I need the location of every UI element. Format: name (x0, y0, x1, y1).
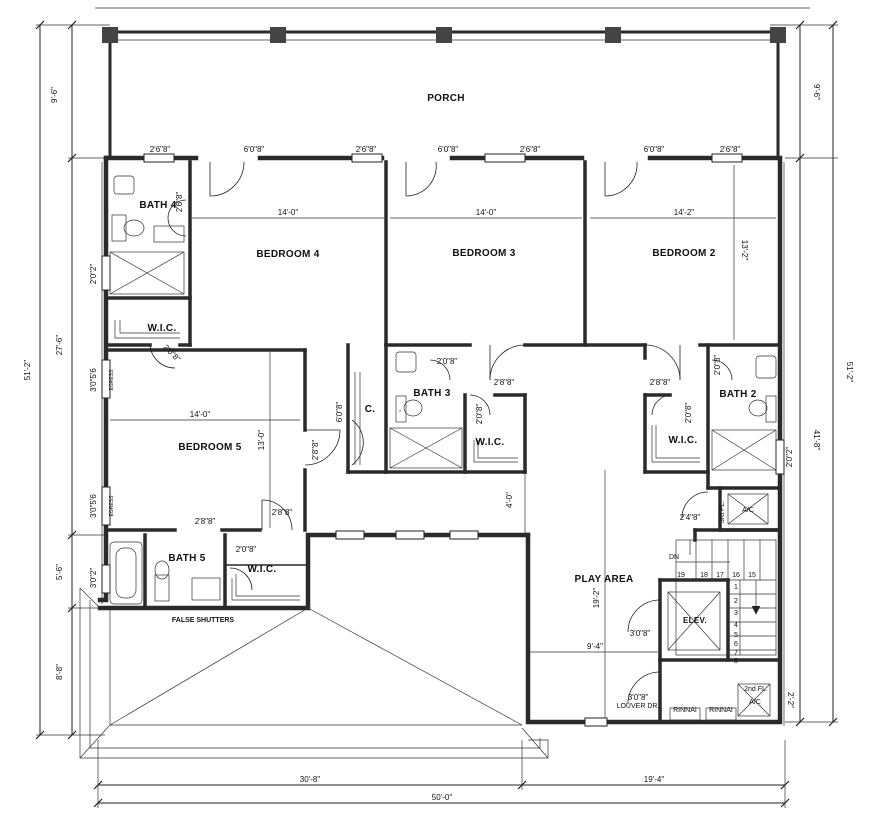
ac-3rd-mark: A/C (742, 507, 754, 514)
dim-bedroom3-width: 14'-0" (476, 208, 497, 217)
rinnai-2-label: RINNAI (709, 707, 733, 714)
dim-hall-width: 4'-0" (505, 492, 514, 508)
tag-egress-b: EGRESS (109, 495, 115, 517)
tag-2880-b3: 2'8"8" (494, 378, 515, 387)
tag-2080-bath5: 2'0"8" (236, 545, 257, 554)
dim-bedroom5-height: 13'-0" (257, 430, 266, 451)
tag-2680-b: 2'6"8" (356, 145, 377, 154)
dim-porch-right: 9'-6" (812, 84, 821, 100)
windows (101, 153, 785, 727)
stair-num: 1 (734, 584, 738, 591)
tag-2680-c: 2'6"8" (520, 145, 541, 154)
dim-play-width: 9'-4" (587, 642, 603, 651)
bath-3-label: BATH 3 (413, 388, 450, 399)
dim-bedroom5-width: 14'-0" (190, 410, 211, 419)
tag-3080-louver: 3'0"8" (628, 693, 649, 702)
dim-left-5: 5'-6" (55, 564, 64, 580)
tag-6080-closet: 6'0"8" (335, 402, 344, 423)
stair-num: 16 (732, 572, 740, 579)
play-area-label: PLAY AREA (574, 574, 633, 585)
tag-2020: 2'0"2" (89, 264, 98, 285)
tag-2880-bed5: 2'8"8" (311, 440, 320, 461)
bedroom-5-label: BEDROOM 5 (178, 442, 241, 453)
dim-right-41: 41'-8" (812, 430, 821, 451)
wic-4-label: W.I.C. (147, 323, 176, 334)
tag-egress-a: EGRESS (109, 369, 115, 391)
tag-6080-c: 6'0"8" (644, 145, 665, 154)
dimension-lines (35, 7, 838, 808)
tag-2480: 2'4"8" (680, 513, 701, 522)
labels: PORCH BEDROOM 4 BEDROOM 3 BEDROOM 2 BEDR… (23, 84, 854, 802)
bedroom-3-label: BEDROOM 3 (452, 248, 515, 259)
bath-5-label: BATH 5 (168, 553, 205, 564)
rinnai-1-label: RINNAI (673, 707, 697, 714)
dim-right-51: 51'-2" (845, 362, 854, 383)
dim-bottom-19: 19'-4" (644, 775, 665, 784)
porch (102, 27, 786, 158)
stair-num: 2 (734, 598, 738, 605)
tag-3056-a: 3'0"5'6 (89, 368, 98, 392)
tag-2080-bath3: 2'0"8" (437, 357, 458, 366)
stair-num: 19 (677, 572, 685, 579)
ac-2nd-label: 2nd FL. (744, 686, 768, 693)
fixtures (109, 175, 777, 721)
interior-walls (104, 160, 782, 724)
bath-4-label: BATH 4 (139, 200, 176, 211)
dim-left-51: 51'-2" (23, 360, 32, 381)
stair-num: 18 (700, 572, 708, 579)
bath-2-label: BATH 2 (719, 389, 756, 400)
tag-2680-d: 2'6"8" (720, 145, 741, 154)
bedroom-2-label: BEDROOM 2 (652, 248, 715, 259)
dim-right-2: 2'-2" (786, 692, 795, 708)
tag-2680-a: 2'6"8" (150, 145, 171, 154)
stair-num: 17 (716, 572, 724, 579)
dim-bedroom2-width: 14'-2" (674, 208, 695, 217)
stairs (675, 539, 777, 656)
closet-label: C. (365, 404, 376, 415)
ac-2nd-mark: A/C (749, 699, 761, 706)
dim-left-8: 8'-8" (55, 664, 64, 680)
tag-3056-b: 3'0"5'6 (89, 494, 98, 518)
elevator-label: ELEV. (683, 616, 707, 625)
roof-overhang (79, 587, 549, 759)
ac-3rd-label: 3rd FL. (719, 501, 726, 523)
stair-num: 5 (734, 632, 738, 639)
tag-2080-bath2: 2'0"8" (713, 355, 722, 376)
porch-label: PORCH (427, 93, 465, 104)
dim-left-27: 27'-6" (55, 335, 64, 356)
tag-2880-b2: 2'8"8" (650, 378, 671, 387)
dim-porch-left: 9'-6" (50, 87, 59, 103)
stair-num: 7 (734, 650, 738, 657)
stair-down-label: DN (669, 554, 679, 561)
tag-2080-wic3: 2'0"8" (475, 404, 484, 425)
false-shutters-label: FALSE SHUTTERS (172, 617, 235, 624)
bedroom-4-label: BEDROOM 4 (256, 249, 319, 260)
dim-bottom-30: 30'-8" (300, 775, 321, 784)
wic-2-label: W.I.C. (668, 435, 697, 446)
stair-num: 3 (734, 610, 738, 617)
dim-play-height: 19'-2" (592, 588, 601, 609)
stair-num: 4 (734, 622, 738, 629)
tag-2680-bath4: 2'6"8" (175, 192, 184, 213)
wic-5-label: W.I.C. (247, 564, 276, 575)
tag-6080-a: 6'0"8" (244, 145, 265, 154)
tag-2880-bed5b: 2'8"8" (272, 508, 293, 517)
tag-2880-bath5: 2'8"8" (195, 517, 216, 526)
doors (149, 161, 733, 705)
stair-num: 8 (734, 658, 738, 665)
stair-num: 6 (734, 641, 738, 648)
louver-door-label: LOUVER DR. (617, 703, 660, 710)
wic-3-label: W.I.C. (475, 437, 504, 448)
stair-num: 15 (748, 572, 756, 579)
tag-2020-right: 2'0"2" (785, 447, 794, 468)
tag-3020: 3'0"2" (89, 568, 98, 589)
tag-3080-elev: 3'0"8" (630, 629, 651, 638)
room-dimension-lines (110, 165, 776, 718)
dim-bottom-50: 50'-0" (432, 793, 453, 802)
tag-6080-b: 6'0"8" (438, 145, 459, 154)
tag-2080-wic2: 2'0"8" (684, 403, 693, 424)
dim-bedroom2-height: 13'-2" (740, 240, 749, 261)
dim-bedroom4-width: 14'-0" (278, 208, 299, 217)
